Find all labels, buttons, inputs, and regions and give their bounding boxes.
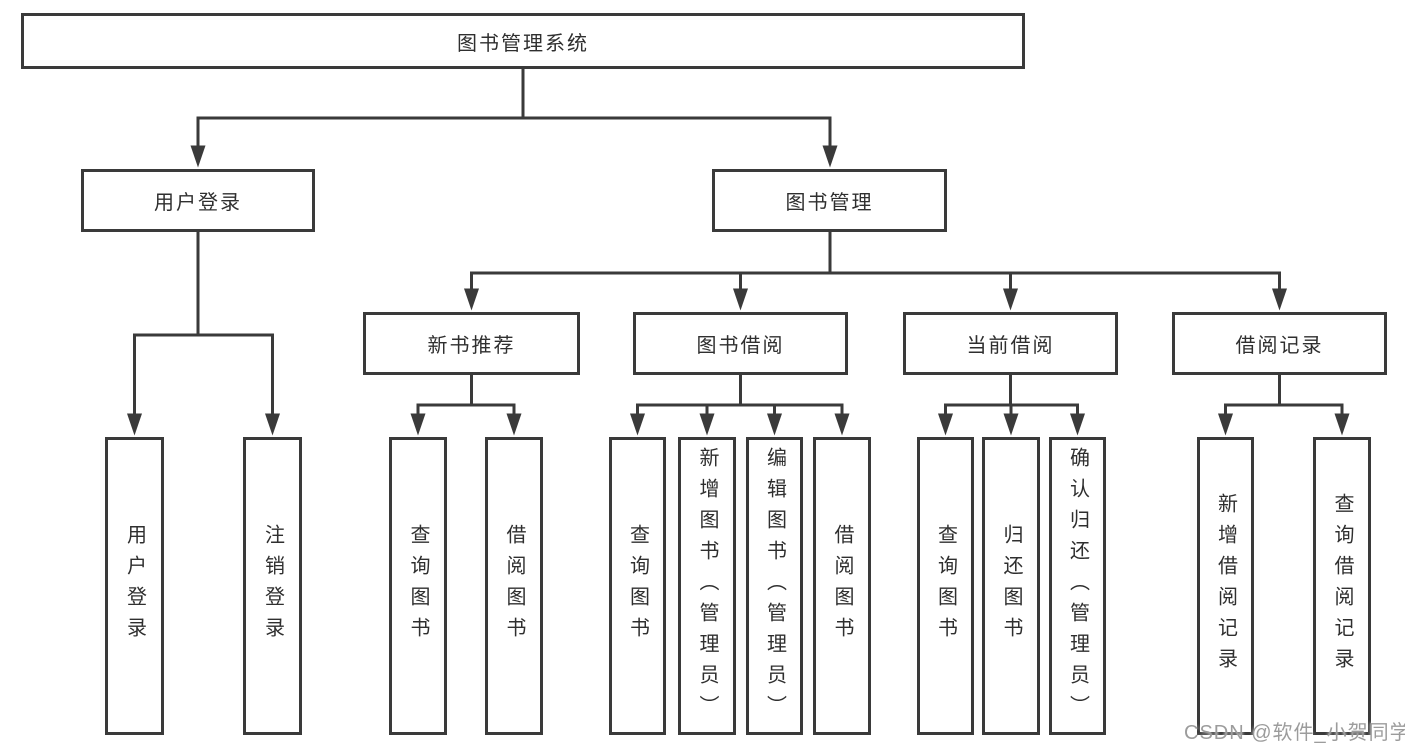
leaf-add-borrow-record: 新增借阅记录 <box>1197 437 1254 735</box>
arrowhead-icon <box>733 288 748 311</box>
node-current-borrow: 当前借阅 <box>903 312 1118 375</box>
arrowhead-icon <box>1272 288 1287 311</box>
node-root: 图书管理系统 <box>21 13 1025 69</box>
leaf-borrow-books-recommend: 借阅图书 <box>485 437 543 735</box>
arrowhead-icon <box>630 413 645 436</box>
arrowhead-icon <box>1003 413 1019 436</box>
leaf-user-login: 用户登录 <box>105 437 164 735</box>
arrowhead-icon <box>127 413 142 436</box>
arrowhead-icon <box>410 413 426 436</box>
leaf-borrow-books: 借阅图书 <box>813 437 871 735</box>
arrowhead-icon <box>190 145 206 168</box>
arrowhead-icon <box>1218 413 1233 436</box>
arrowhead-icon <box>506 413 522 436</box>
leaf-add-book-admin: 新增图书（管理员） <box>678 437 736 735</box>
arrowhead-icon <box>1334 413 1350 436</box>
leaf-query-books-recommend: 查询图书 <box>389 437 447 735</box>
arrowhead-icon <box>938 413 953 436</box>
arrowhead-icon <box>822 145 838 168</box>
csdn-watermark: CSDN @软件_小贺同学 <box>1184 722 1405 744</box>
arrowhead-icon <box>464 288 479 311</box>
leaf-return-book: 归还图书 <box>982 437 1040 735</box>
leaf-logout: 注销登录 <box>243 437 302 735</box>
node-borrow-records: 借阅记录 <box>1172 312 1387 375</box>
leaf-query-books-current: 查询图书 <box>917 437 974 735</box>
arrowhead-icon <box>699 413 715 436</box>
node-user-login: 用户登录 <box>81 169 315 232</box>
node-book-borrow: 图书借阅 <box>633 312 848 375</box>
leaf-edit-book-admin: 编辑图书（管理员） <box>746 437 803 735</box>
arrowhead-icon <box>834 413 850 436</box>
leaf-query-borrow-record: 查询借阅记录 <box>1313 437 1371 735</box>
node-book-management: 图书管理 <box>712 169 947 232</box>
arrowhead-icon <box>265 413 280 436</box>
arrowhead-icon <box>1003 288 1018 311</box>
node-new-book-recommend: 新书推荐 <box>363 312 580 375</box>
arrowhead-icon <box>1070 413 1085 436</box>
leaf-confirm-return-admin: 确认归还（管理员） <box>1049 437 1106 735</box>
leaf-query-books-borrow: 查询图书 <box>609 437 666 735</box>
arrowhead-icon <box>767 413 782 436</box>
